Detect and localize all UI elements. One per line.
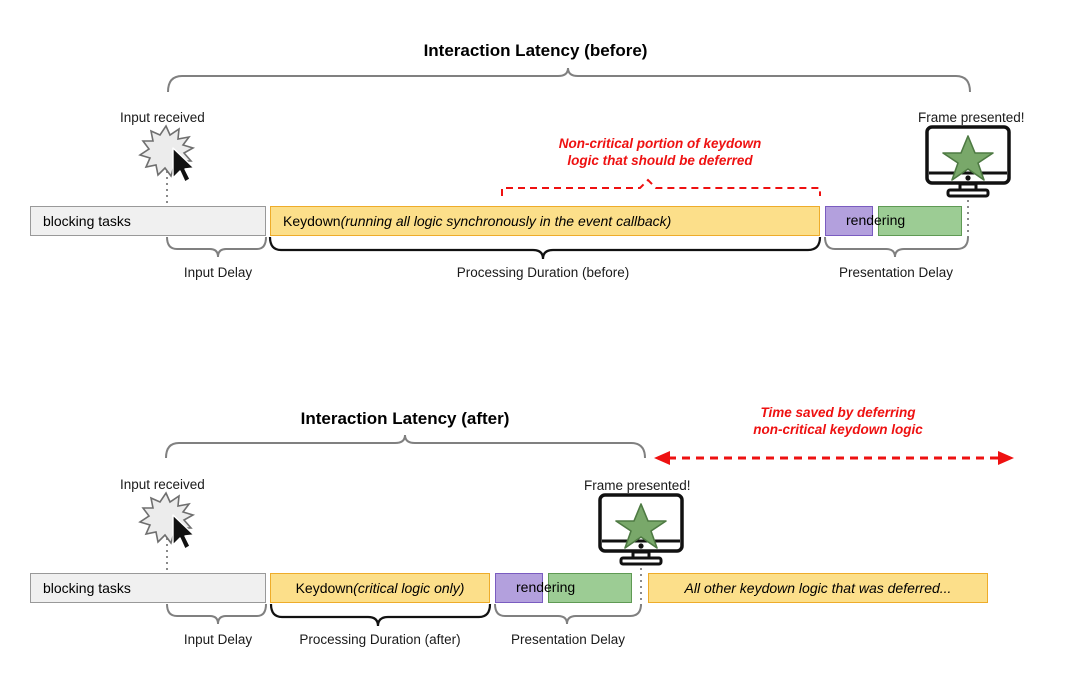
bar-label: Keydown: [295, 580, 354, 596]
time-saved-arrow: [654, 451, 1014, 465]
bar-blocking-tasks-before[interactable]: blocking tasks: [30, 206, 266, 236]
marker-input-received-before: Input received: [120, 110, 205, 125]
section-title-after: Interaction Latency (after): [300, 409, 510, 428]
rendering-label-after: rendering: [516, 579, 576, 595]
phase-label-processing-duration-before: Processing Duration (before): [456, 265, 630, 280]
bar-label: blocking tasks: [43, 580, 131, 596]
bar-presentation-purple-after[interactable]: [495, 573, 543, 603]
bar-presentation-green-after[interactable]: [548, 573, 632, 603]
marker-frame-presented-before: Frame presented!: [918, 110, 1025, 125]
annotation-line-1: Time saved by deferring: [760, 405, 916, 420]
burst-cursor-icon-after: [138, 491, 196, 550]
bar-presentation-green-before[interactable]: [878, 206, 962, 236]
burst-cursor-icon-before: [138, 124, 196, 183]
phase-label-processing-duration-after: Processing Duration (after): [299, 632, 461, 647]
bar-deferred-work-after[interactable]: All other keydown logic that was deferre…: [648, 573, 988, 603]
bar-keydown-after[interactable]: Keydown (critical logic only): [270, 573, 490, 603]
annotation-time-saved: Time saved by deferring non-critical key…: [663, 404, 1013, 438]
marker-frame-presented-after: Frame presented!: [584, 478, 691, 493]
bar-label: Keydown: [283, 213, 341, 229]
monitor-star-icon-before: [925, 125, 1011, 198]
annotation-line-2: non-critical keydown logic: [753, 422, 923, 437]
annotation-line-1: Non-critical portion of keydown: [558, 136, 762, 151]
phase-label-presentation-delay-before: Presentation Delay: [838, 265, 954, 280]
bar-label-italic: All other keydown logic that was deferre…: [684, 580, 952, 596]
bar-label-italic: (critical logic only): [353, 580, 465, 596]
bar-presentation-purple-before[interactable]: [825, 206, 873, 236]
rendering-label-before: rendering: [846, 212, 906, 228]
section-title-before: Interaction Latency (before): [423, 41, 648, 60]
bar-keydown-before[interactable]: Keydown (running all logic synchronously…: [270, 206, 820, 236]
bar-blocking-tasks-after[interactable]: blocking tasks: [30, 573, 266, 603]
bar-label: blocking tasks: [43, 213, 131, 229]
monitor-star-icon-after: [598, 493, 684, 566]
annotation-non-critical-portion: Non-critical portion of keydown logic th…: [460, 135, 860, 169]
phase-label-input-delay-after: Input Delay: [183, 632, 253, 647]
marker-input-received-after: Input received: [120, 477, 205, 492]
annotation-line-2: logic that should be deferred: [567, 153, 753, 168]
phase-label-input-delay-before: Input Delay: [183, 265, 253, 280]
bar-label-italic: (running all logic synchronously in the …: [340, 213, 672, 229]
phase-label-presentation-delay-after: Presentation Delay: [510, 632, 626, 647]
